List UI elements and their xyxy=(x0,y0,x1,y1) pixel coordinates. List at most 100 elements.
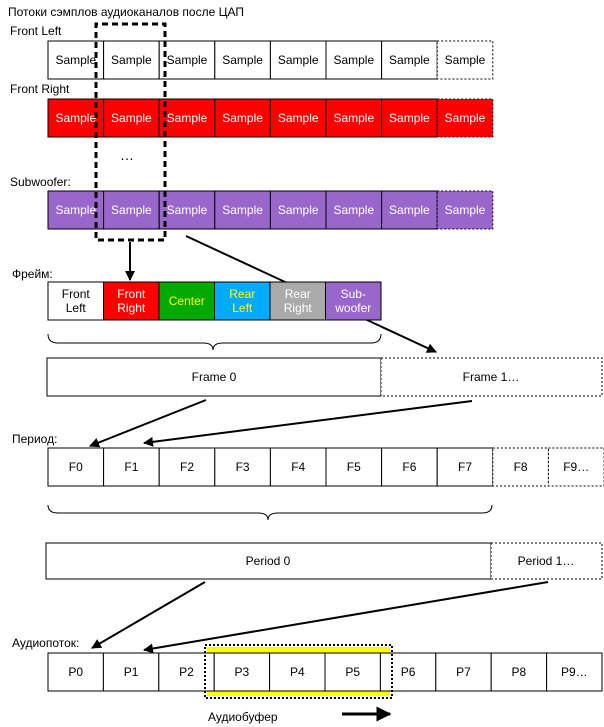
audio-stream-period-cell: P0 xyxy=(47,652,104,692)
front-left-sample-text: Sample xyxy=(222,53,263,67)
subwoofer-sample-box xyxy=(103,190,160,230)
front-left-sample-text: Sample xyxy=(111,53,152,67)
subwoofer-sample-cell: Sample xyxy=(325,190,383,230)
subwoofer-sample-box xyxy=(158,190,216,230)
period-frame-text: F0 xyxy=(69,460,83,474)
front-right-sample-box xyxy=(47,98,105,138)
front-right-sample-box xyxy=(436,98,494,138)
period-frame-box xyxy=(214,447,271,487)
subwoofer-sample-cell: Sample xyxy=(381,190,438,230)
frame-0-label: Frame 0 xyxy=(192,370,237,384)
period-frame-box xyxy=(103,447,160,487)
front-right-sample-row: Sample Sample Sample Sample Sample Sample Samp… xyxy=(47,98,494,138)
front-right-sample-text: Sample xyxy=(278,111,319,125)
period-frame-box xyxy=(381,447,438,487)
front-right-sample-text: Sample xyxy=(389,111,430,125)
audio-stream-period-box xyxy=(324,652,381,692)
front-right-sample-box xyxy=(325,98,383,138)
frame-channel-box xyxy=(103,281,160,321)
period-frame-text: F9… xyxy=(563,460,589,474)
subwoofer-sample-text: Sample xyxy=(445,203,486,217)
channels-ellipsis: … xyxy=(120,147,134,163)
frame-channel-text: Front xyxy=(62,287,91,301)
period-frame-text: F4 xyxy=(291,460,305,474)
front-left-sample-box xyxy=(269,40,327,80)
frame-channel-text: Rear xyxy=(285,287,311,301)
period-frame-text: F2 xyxy=(180,460,194,474)
period-1-box xyxy=(490,542,603,580)
front-right-sample-cell: Sample xyxy=(269,98,327,138)
period-frame-text: F7 xyxy=(458,460,472,474)
audio-stream-period-cell: P7 xyxy=(435,652,492,692)
front-left-sample-cell: Sample xyxy=(47,40,105,80)
front-right-sample-text: Sample xyxy=(111,111,152,125)
audio-stream-period-text: P2 xyxy=(179,665,194,679)
audio-stream-period-text: P0 xyxy=(68,665,83,679)
audio-stream-period-text: P3 xyxy=(235,665,250,679)
frame-0-box xyxy=(46,357,382,397)
frame-channel-box xyxy=(214,281,271,321)
subwoofer-sample-box xyxy=(436,190,494,230)
front-left-sample-text: Sample xyxy=(278,53,319,67)
audio-stream-period-cell: P4 xyxy=(269,652,326,692)
audio-stream-period-box xyxy=(269,652,326,692)
audio-stream-period-text: P4 xyxy=(290,665,305,679)
frame-channel-box xyxy=(325,281,382,321)
subwoofer-sample-text: Sample xyxy=(389,203,430,217)
front-left-sample-text: Sample xyxy=(445,53,486,67)
front-left-sample-cell: Sample xyxy=(269,40,327,80)
audio-stream-period-text: P7 xyxy=(456,665,471,679)
subwoofer-sample-box xyxy=(381,190,438,230)
front-left-sample-box xyxy=(325,40,383,80)
subwoofer-sample-cell: Sample xyxy=(158,190,216,230)
period-0-label: Period 0 xyxy=(246,554,291,568)
period-frame-box xyxy=(269,447,327,487)
audio-stream-period-cell: P6 xyxy=(379,652,437,692)
front-right-sample-cell: Sample xyxy=(325,98,383,138)
front-right-sample-cell: Sample xyxy=(436,98,494,138)
front-right-sample-box xyxy=(214,98,271,138)
front-left-sample-text: Sample xyxy=(333,53,374,67)
subwoofer-sample-cell: Sample xyxy=(214,190,271,230)
front-right-sample-text: Sample xyxy=(333,111,374,125)
front-left-sample-text: Sample xyxy=(389,53,430,67)
period-frame-text: F3 xyxy=(236,460,250,474)
period-frame-text: F1 xyxy=(124,460,138,474)
subwoofer-sample-cell: Sample xyxy=(269,190,327,230)
front-left-sample-box xyxy=(436,40,494,80)
period-frame-box xyxy=(492,447,549,487)
front-left-sample-text: Sample xyxy=(55,53,96,67)
front-right-label: Front Right xyxy=(10,82,70,96)
front-left-sample-cell: Sample xyxy=(436,40,494,80)
front-left-sample-cell: Sample xyxy=(103,40,160,80)
front-right-sample-text: Sample xyxy=(55,111,96,125)
front-right-sample-cell: Sample xyxy=(158,98,216,138)
period-0-box xyxy=(45,542,492,580)
front-left-label: Front Left xyxy=(10,24,62,38)
audio-stream-label: Аудиопоток: xyxy=(12,636,79,650)
subwoofer-sample-text: Sample xyxy=(167,203,208,217)
audio-stream-period-box xyxy=(379,652,437,692)
period-frame-cell: F2 xyxy=(158,447,216,487)
audio-stream-period-cell: P9… xyxy=(546,652,603,692)
period0-to-p0-arrow xyxy=(91,581,206,649)
front-right-sample-text: Sample xyxy=(167,111,208,125)
front-left-sample-cell: Sample xyxy=(381,40,438,80)
subwoofer-sample-text: Sample xyxy=(222,203,263,217)
diagram-title: Потоки сэмплов аудиоканалов после ЦАП xyxy=(8,5,244,19)
period-1-label: Period 1… xyxy=(518,554,575,568)
audio-buffer-label: Аудиобуфер xyxy=(208,710,278,724)
subwoofer-sample-cell: Sample xyxy=(103,190,160,230)
period-frame-box xyxy=(547,447,604,487)
subwoofer-sample-text: Sample xyxy=(333,203,374,217)
period-frame-cell: F7 xyxy=(436,447,494,487)
period-frame-cell: F4 xyxy=(269,447,327,487)
